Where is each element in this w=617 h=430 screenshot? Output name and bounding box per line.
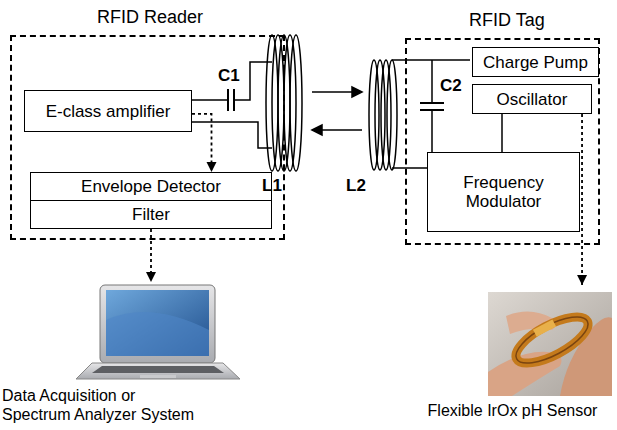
box-text: Filter — [126, 205, 176, 224]
sensor-node: Flexible IrOx pH Sensor — [410, 285, 615, 425]
reader-wiring — [190, 62, 272, 148]
process-box: Envelope Detector — [30, 172, 272, 201]
arrow-head — [146, 272, 156, 282]
sensor-photo — [488, 292, 612, 396]
component-label: L2 — [346, 176, 366, 196]
signal-arrow — [581, 114, 583, 285]
picture-caption: Data Acquisition or Spectrum Analyzer Sy… — [2, 386, 206, 424]
reader-region: RFID ReaderE-class amplifierEnvelope Det… — [10, 35, 285, 240]
coupling-arrows — [312, 87, 362, 135]
coil-l2 — [369, 60, 397, 170]
laptop-illustration — [76, 285, 240, 379]
region-title: RFID Tag — [469, 10, 545, 31]
process-box: E-class amplifier — [24, 90, 192, 132]
tag-region: RFID TagCharge PumpOscillatorFrequency M… — [405, 38, 600, 245]
box-text: Frequency Modulator — [428, 173, 579, 211]
picture-caption: Flexible IrOx pH Sensor — [410, 401, 615, 420]
arrow-head — [577, 275, 587, 285]
box-text: Charge Pump — [477, 53, 594, 72]
component-label: L1 — [262, 176, 282, 196]
component-label: C2 — [440, 76, 462, 96]
component-label: C1 — [218, 66, 240, 86]
box-text: Envelope Detector — [75, 177, 227, 196]
arrow-head — [207, 162, 217, 172]
region-title: RFID Reader — [97, 7, 203, 28]
process-box: Frequency Modulator — [427, 152, 580, 232]
connector-line — [501, 114, 503, 152]
box-text: Oscillator — [491, 90, 574, 109]
box-text: E-class amplifier — [40, 102, 177, 121]
process-box: Filter — [30, 200, 272, 229]
laptop-node: Data Acquisition or Spectrum Analyzer Sy… — [2, 282, 252, 428]
process-box: Charge Pump — [472, 47, 599, 77]
process-box: Oscillator — [472, 84, 592, 114]
